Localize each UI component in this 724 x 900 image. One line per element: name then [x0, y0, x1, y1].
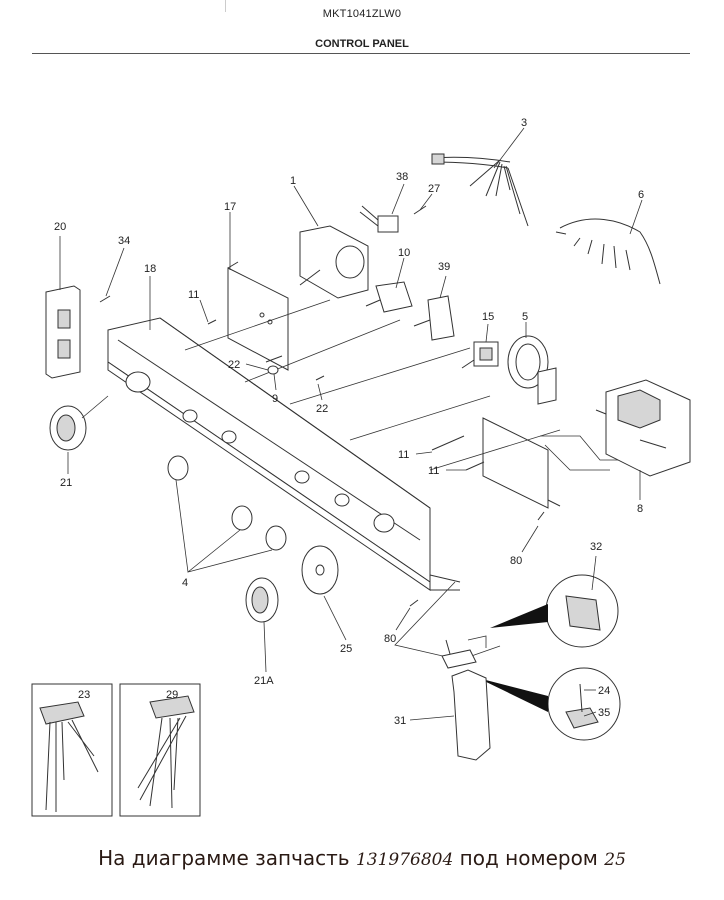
callout-1: 1: [290, 175, 296, 187]
callout-15: 15: [482, 311, 494, 323]
caption-item-number: 25: [604, 850, 626, 870]
console-panel: [107, 317, 461, 591]
callout-27: 27: [428, 183, 440, 195]
leader-lines: [59, 127, 643, 721]
screws: [99, 205, 545, 607]
frame-divider: [225, 0, 226, 12]
caption-part-number: 131976804: [355, 850, 454, 870]
callout-80-b: 80: [384, 633, 396, 645]
callout-22-a: 22: [228, 359, 240, 371]
callout-24: 24: [598, 685, 610, 697]
callout-10: 10: [398, 247, 410, 259]
callout-39: 39: [438, 261, 450, 273]
wire-harness-6: [555, 218, 661, 285]
callout-9: 9: [272, 393, 278, 405]
model-number: MKT1041ZLW0: [322, 8, 402, 20]
callout-34: 34: [118, 235, 130, 247]
callout-18: 18: [144, 263, 156, 275]
callout-labels: 1 3 4 5 6 8 9 10 11 11 11 15 17 18 20 21…: [54, 117, 644, 727]
header-rule: [32, 53, 690, 54]
callout-80-a: 80: [510, 555, 522, 567]
callout-21: 21: [60, 477, 72, 489]
dial-25: [301, 545, 339, 595]
caption-prefix: На диаграмме запчасть: [98, 846, 350, 870]
exploded-parts-diagram: 1 3 4 5 6 8 9 10 11 11 11 15 17 18 20 21…: [31, 117, 691, 817]
callout-35: 35: [598, 707, 610, 719]
callout-4: 4: [182, 577, 188, 589]
knobs-4: [167, 455, 287, 551]
part-5: [507, 335, 557, 405]
knob-21: [49, 395, 109, 451]
switch-part-39: [413, 295, 455, 341]
detail-24-35: [478, 667, 621, 741]
timer-part: [299, 225, 369, 299]
callout-21a: 21A: [254, 675, 274, 687]
callout-23: 23: [78, 689, 90, 701]
detail-32: [490, 574, 619, 648]
caption-middle: под номером: [459, 846, 598, 870]
callout-11-a: 11: [188, 289, 199, 301]
knob-21a: [245, 577, 279, 623]
inset-29: [119, 683, 201, 817]
callout-8: 8: [637, 503, 643, 515]
switch-part-10: [365, 281, 413, 313]
part-caption: На диаграмме запчасть 131976804 под номе…: [0, 846, 724, 870]
callout-3: 3: [521, 117, 527, 129]
section-title: CONTROL PANEL: [315, 38, 409, 50]
callout-31: 31: [394, 715, 406, 727]
callout-17: 17: [224, 201, 236, 213]
bracket-20: [45, 285, 81, 379]
wire-harness-3: [431, 153, 529, 227]
callout-29: 29: [166, 689, 178, 701]
callout-22-b: 22: [316, 403, 328, 415]
inset-23: [31, 683, 113, 817]
callout-25: 25: [340, 643, 352, 655]
callout-6: 6: [638, 189, 644, 201]
callout-5: 5: [522, 311, 528, 323]
bracket-31: [441, 635, 491, 761]
callout-32: 32: [590, 541, 602, 553]
right-bracket: [482, 417, 561, 509]
mounting-bracket: [227, 261, 289, 371]
callout-38: 38: [396, 171, 408, 183]
callout-11-c: 11: [428, 465, 439, 477]
part-8: [595, 379, 691, 477]
callout-11-b: 11: [398, 449, 409, 461]
part-38: [359, 205, 399, 233]
callout-20: 20: [54, 221, 66, 233]
part-15: [461, 341, 499, 369]
